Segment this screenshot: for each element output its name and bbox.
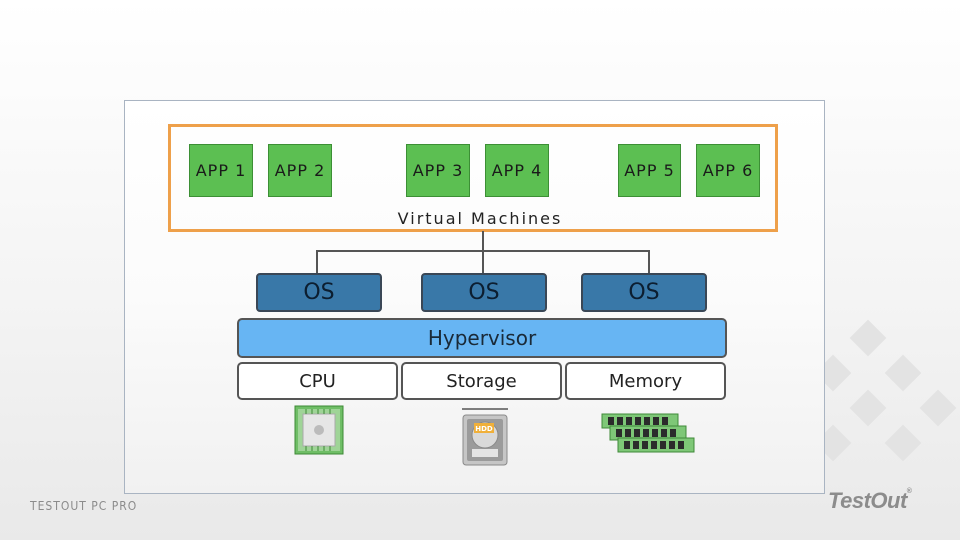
virtual-machines-label: Virtual Machines	[397, 209, 563, 228]
os-box: OS	[256, 273, 382, 312]
app-box: APP 1	[189, 144, 253, 197]
logo-trademark: ®	[906, 488, 912, 495]
resource-storage: Storage	[401, 362, 562, 400]
app-box: APP 6	[696, 144, 760, 197]
app-box: APP 5	[618, 144, 681, 197]
decor-diamond	[849, 319, 887, 357]
connector-vertical	[482, 250, 484, 274]
memory-ram-icon	[600, 412, 696, 460]
decor-diamond	[849, 389, 887, 427]
decor-diamond	[884, 424, 922, 462]
connector-vertical	[316, 250, 318, 274]
app-box: APP 3	[406, 144, 470, 197]
hard-drive-icon: HDD	[460, 407, 510, 471]
decor-diamond	[884, 354, 922, 392]
os-box: OS	[421, 273, 547, 312]
resource-cpu: CPU	[237, 362, 398, 400]
course-label: TESTOUT PC PRO	[30, 499, 138, 513]
resource-memory: Memory	[565, 362, 726, 400]
os-box: OS	[581, 273, 707, 312]
hypervisor-layer: Hypervisor	[237, 318, 727, 358]
logo-text: TestOut	[828, 488, 907, 513]
decor-diamond	[919, 389, 957, 427]
app-box: APP 2	[268, 144, 332, 197]
virtual-machines-frame	[168, 124, 778, 232]
connector-vertical	[648, 250, 650, 274]
testout-logo: TestOut®	[828, 488, 912, 514]
connector-vertical	[482, 231, 484, 251]
cpu-chip-icon	[294, 405, 344, 459]
app-box: APP 4	[485, 144, 549, 197]
hdd-label: HDD	[475, 425, 493, 433]
